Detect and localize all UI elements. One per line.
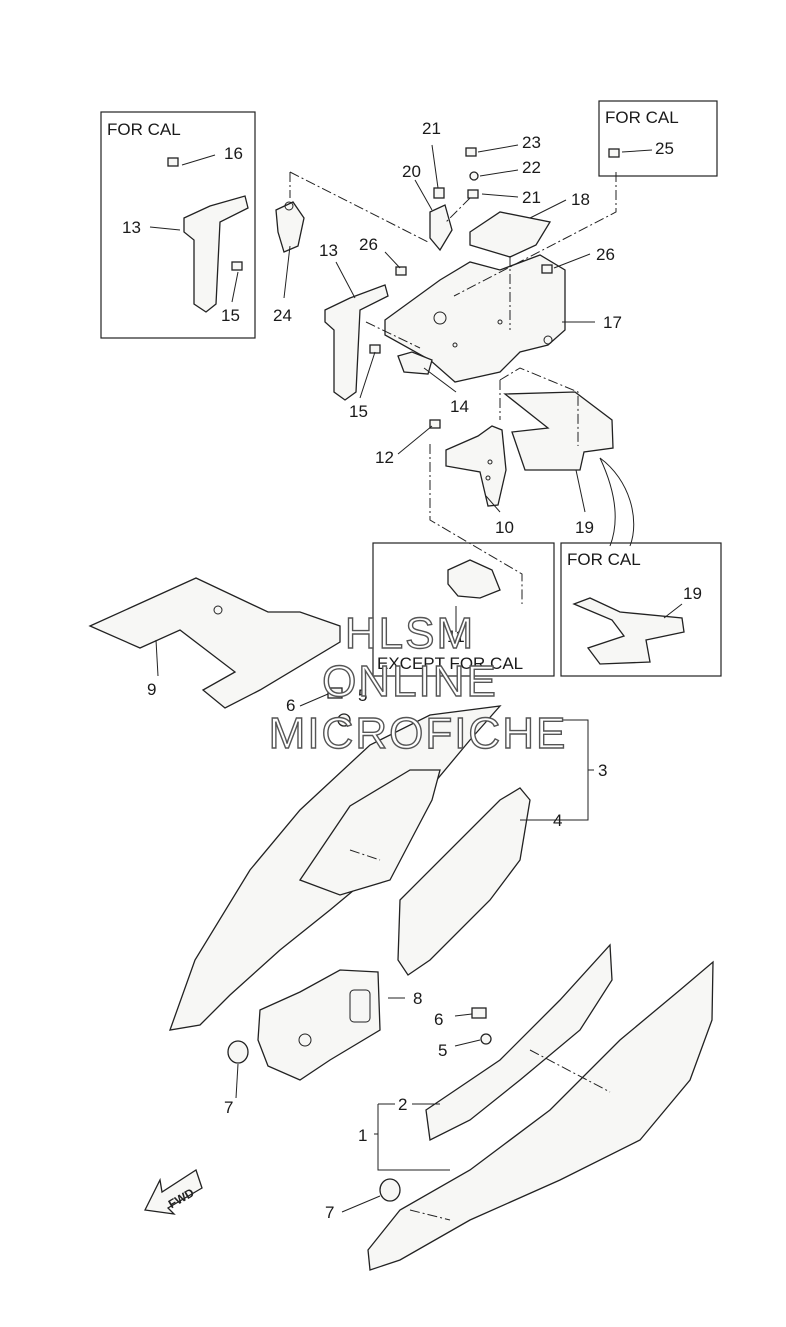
except-for-cal-label: EXCEPT FOR CAL (377, 654, 523, 673)
panel-part-4 (397, 787, 531, 976)
clamp-part-14 (397, 351, 433, 375)
callout-25: 25 (655, 139, 674, 158)
for-cal-box-bracket: FOR CAL (100, 111, 256, 339)
callout-20: 20 (402, 162, 421, 181)
callout-11: 11 (447, 627, 465, 646)
callout-22: 22 (522, 158, 541, 177)
cover-part-19 (503, 391, 685, 665)
main-bracket-part (384, 254, 566, 383)
callout-13: 13 (319, 241, 338, 260)
for-cal-box-cover: FOR CAL (560, 542, 722, 677)
callout-7: 7 (325, 1203, 334, 1222)
callout-23: 23 (522, 133, 541, 152)
callout-17: 17 (603, 313, 622, 332)
callout-21: 21 (522, 188, 541, 207)
holder-part-20 (429, 204, 453, 252)
side-cover-left-part-3 (169, 705, 502, 1031)
callout-6: 6 (434, 1010, 443, 1029)
clamp-part-24 (275, 201, 305, 253)
callout-7: 7 (224, 1098, 233, 1117)
callout-15: 15 (221, 306, 240, 325)
callout-6: 6 (286, 696, 295, 715)
callout-labels: 16 13 15 21 23 22 20 21 18 25 13 26 26 1… (122, 119, 702, 1222)
callout-3: 3 (598, 761, 607, 780)
callout-16: 16 (224, 144, 243, 163)
callout-9: 9 (147, 680, 156, 699)
callout-26: 26 (359, 235, 378, 254)
grommet-parts-7 (227, 1040, 401, 1202)
callout-4: 4 (553, 811, 562, 830)
callout-5: 5 (438, 1041, 447, 1060)
callout-13: 13 (122, 218, 141, 237)
callout-19: 19 (683, 584, 702, 603)
callout-12: 12 (375, 448, 394, 467)
for-cal-label: FOR CAL (567, 550, 641, 569)
callout-18: 18 (571, 190, 590, 209)
except-for-cal-box: EXCEPT FOR CAL (372, 542, 555, 677)
callout-24: 24 (273, 306, 292, 325)
callout-1: 1 (358, 1126, 367, 1145)
bracket-part-13 (183, 195, 389, 401)
callout-21: 21 (422, 119, 441, 138)
clamp-part-11 (447, 559, 501, 599)
callout-19: 19 (575, 518, 594, 537)
inner-cover-part-8 (257, 969, 381, 1081)
for-cal-label: FOR CAL (605, 108, 679, 127)
for-cal-box-bolt: FOR CAL (598, 100, 718, 177)
callout-2: 2 (398, 1095, 407, 1114)
dashed-assembly-lines (289, 171, 617, 1221)
bracket-part-10 (445, 425, 507, 507)
callout-26: 26 (596, 245, 615, 264)
panel-part-2 (425, 943, 613, 1141)
pad-part (469, 211, 552, 258)
callout-8: 8 (413, 989, 422, 1008)
watermark-line-1: HLSM (345, 609, 475, 658)
callout-5: 5 (358, 686, 367, 705)
watermark-line-2: ONLINE (322, 657, 498, 706)
callout-10: 10 (495, 518, 514, 537)
watermark-line-3: MICROFICHE (269, 709, 568, 758)
seal-sheet-part-9 (88, 577, 341, 709)
fwd-arrow-icon: FWD (144, 1168, 203, 1215)
side-cover-right-part-1 (367, 960, 714, 1271)
callout-15: 15 (349, 402, 368, 421)
watermark: HLSM ONLINE MICROFICHE (268, 608, 568, 758)
for-cal-label: FOR CAL (107, 120, 181, 139)
callout-14: 14 (450, 397, 469, 416)
leader-lines (149, 144, 683, 1213)
bolt-parts (167, 147, 620, 1045)
